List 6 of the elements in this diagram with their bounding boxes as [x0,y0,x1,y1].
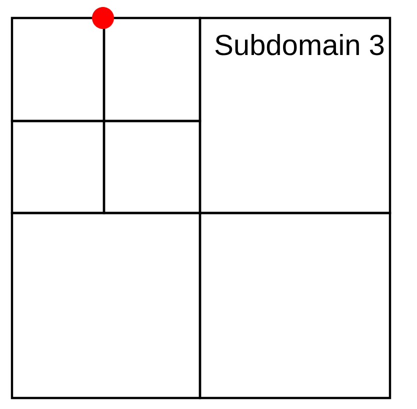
subdomain-cell [102,120,202,214]
subdomain-cell: Subdomain 3 [198,16,392,214]
subdomain-cell [10,212,202,400]
subdomain-cell [198,212,392,400]
subdomain-cell [102,16,202,122]
subdomain-cell [10,120,106,214]
